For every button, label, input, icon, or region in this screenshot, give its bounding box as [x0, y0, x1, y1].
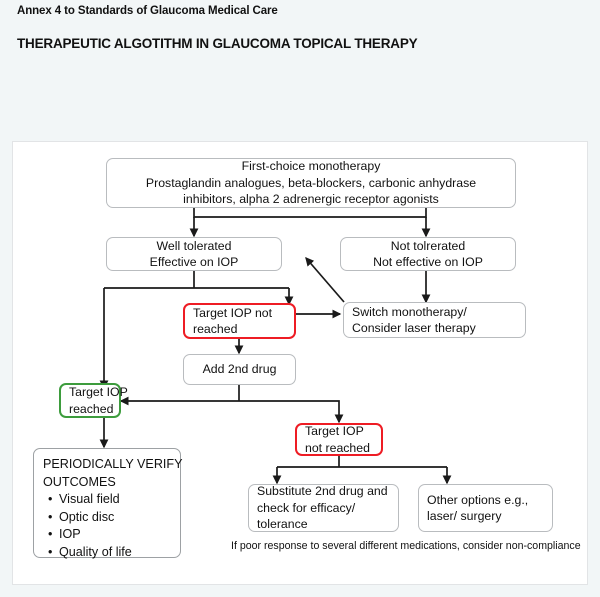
- node-line: First-choice monotherapy: [241, 159, 381, 174]
- node-line: not reached: [305, 440, 370, 455]
- node-line: Other options e.g.,: [427, 492, 529, 507]
- node-line: reached: [69, 401, 114, 416]
- node-line: Substitute 2nd drug and: [257, 484, 388, 499]
- annex-subtitle: Annex 4 to Standards of Glaucoma Medical…: [17, 5, 278, 17]
- node-line: Well tolerated: [156, 238, 232, 253]
- node-add-second-drug[interactable]: Add 2nd drug: [183, 354, 296, 385]
- footnote-non-compliance: If poor response to several different me…: [231, 540, 581, 552]
- list-item: Quality of life: [48, 544, 171, 562]
- node-switch-monotherapy[interactable]: Switch monotherapy/ Consider laser thera…: [343, 302, 526, 338]
- node-other-options[interactable]: Other options e.g., laser/ surgery: [418, 484, 553, 532]
- node-first-choice-monotherapy[interactable]: First-choice monotherapy Prostaglandin a…: [106, 158, 516, 208]
- outcomes-heading-line: PERIODICALLY VERIFY: [43, 457, 183, 471]
- list-item: Visual field: [48, 491, 171, 509]
- node-line: Target IOP not: [193, 305, 273, 320]
- node-periodically-verify-outcomes[interactable]: PERIODICALLY VERIFY OUTCOMES Visual fiel…: [33, 448, 183, 561]
- node-target-iop-not-reached-2[interactable]: Target IOP not reached: [295, 423, 383, 456]
- page-title: THERAPEUTIC ALGOTITHM IN GLAUCOMA TOPICA…: [17, 36, 418, 51]
- node-line: Not tolrerated: [390, 238, 466, 253]
- list-item: IOP: [48, 526, 171, 544]
- list-item: Optic disc: [48, 509, 171, 527]
- node-substitute-second-drug[interactable]: Substitute 2nd drug and check for effica…: [248, 484, 399, 532]
- node-target-iop-reached[interactable]: Target IOP reached: [59, 383, 128, 418]
- flowchart-container: First-choice monotherapy Prostaglandin a…: [12, 141, 588, 585]
- node-line: Consider laser therapy: [352, 321, 476, 335]
- node-line: Prostaglandin analogues, beta-blockers, …: [145, 175, 477, 190]
- node-well-tolerated[interactable]: Well tolerated Effective on IOP: [106, 237, 282, 271]
- node-line: Target IOP: [69, 385, 128, 399]
- node-line: Effective on IOP: [149, 255, 239, 269]
- node-line: Not effective on IOP: [373, 255, 483, 269]
- node-line: laser/ surgery: [427, 509, 502, 523]
- node-line: reached: [193, 322, 238, 336]
- node-line: Add 2nd drug: [202, 362, 277, 377]
- outcomes-heading-line: OUTCOMES: [43, 474, 116, 489]
- node-line: Switch monotherapy/: [352, 304, 467, 319]
- node-not-tolerated[interactable]: Not tolrerated Not effective on IOP: [340, 237, 516, 271]
- node-line: check for efficacy/: [257, 500, 356, 515]
- node-line: Target IOP: [305, 424, 364, 438]
- node-target-iop-not-reached-1[interactable]: Target IOP not reached: [183, 303, 296, 339]
- node-line: inhibitors, alpha 2 adrenergic receptor …: [183, 192, 439, 207]
- node-line: tolerance: [257, 517, 308, 532]
- outcomes-list: Visual field Optic disc IOP Quality of l…: [43, 491, 171, 561]
